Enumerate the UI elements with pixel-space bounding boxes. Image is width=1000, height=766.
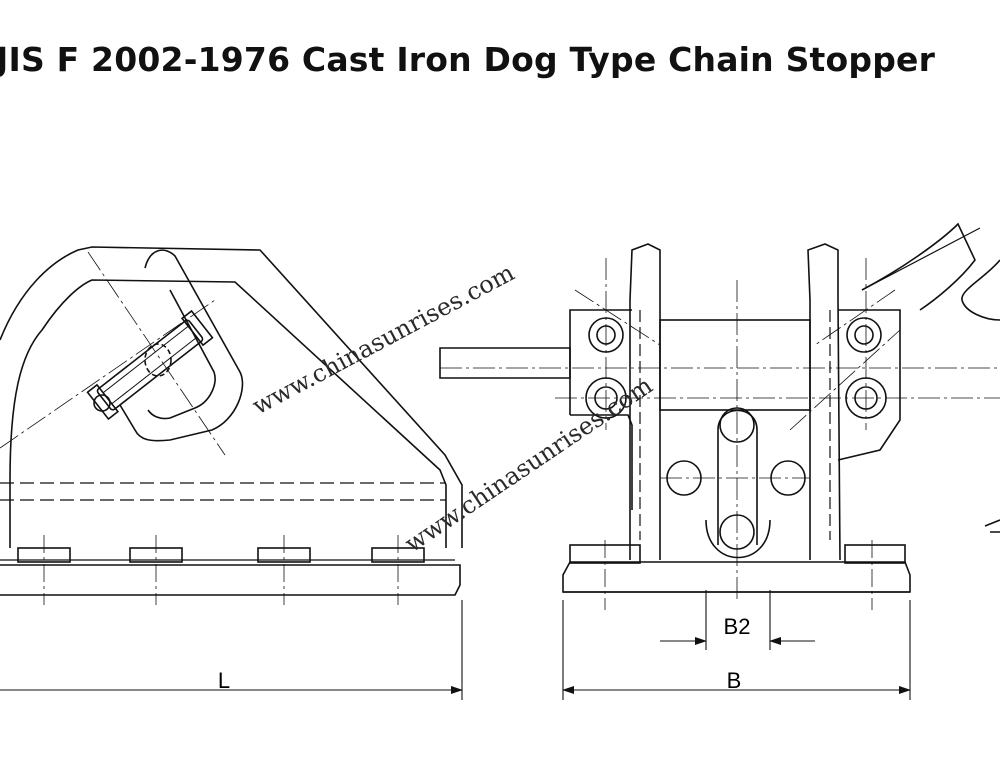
front-hidden-lines (639, 310, 831, 540)
dog-lever (119, 249, 244, 442)
pivot-centerlines (0, 251, 226, 456)
front-view (439, 222, 1000, 610)
drawing-title: JIS F 2002-1976 Cast Iron Dog Type Chain… (0, 40, 936, 79)
front-bolt-centerlines (604, 540, 873, 610)
front-centerlines (440, 258, 1000, 600)
dimension-length (0, 600, 463, 700)
pivot-pin (86, 309, 214, 421)
dimension-inner-width-label: B2 (724, 614, 751, 639)
dimension-length-label: L (218, 668, 230, 693)
dimension-width (562, 600, 911, 700)
watermark-text: www.chinasunrises.com (400, 371, 658, 558)
dimension-inner-width (660, 590, 815, 650)
dimension-width-label: B (727, 668, 742, 693)
bolt-centerlines (43, 535, 399, 605)
side-view (0, 246, 463, 605)
hidden-lines (0, 482, 446, 501)
